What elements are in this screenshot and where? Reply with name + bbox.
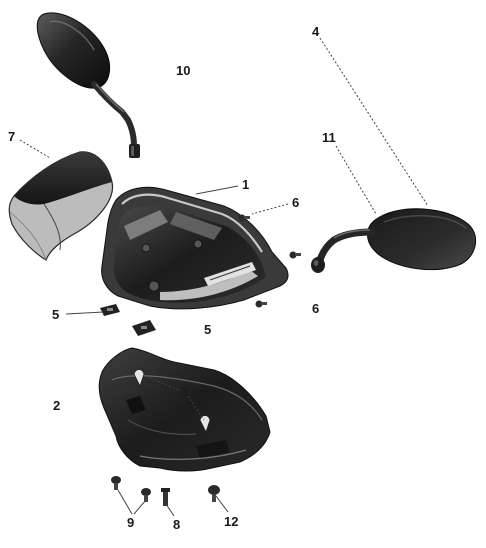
screw-lower	[255, 300, 267, 308]
leader-7	[19, 139, 51, 159]
clip-center	[132, 320, 156, 336]
callout-9: 9	[127, 515, 135, 530]
callout-11: 11	[322, 130, 336, 145]
leader-12	[215, 495, 229, 513]
callout-6-upper: 6	[292, 195, 300, 210]
screw-8	[161, 488, 170, 506]
inner-panel	[98, 347, 271, 472]
screw-right	[289, 251, 301, 259]
callout-4: 4	[312, 24, 320, 39]
leader-11	[335, 145, 377, 215]
screw-12	[208, 485, 220, 502]
clip-left	[100, 304, 120, 316]
callout-2: 2	[53, 398, 61, 413]
leader-5a	[65, 311, 105, 315]
leader-4	[319, 37, 429, 207]
leader-lines	[19, 37, 429, 517]
callout-12: 12	[224, 514, 239, 529]
callout-6-lower: 6	[312, 301, 320, 316]
callout-8: 8	[173, 517, 181, 532]
leader-8	[165, 503, 175, 517]
windscreen	[8, 151, 114, 261]
leader-3	[145, 375, 179, 391]
callout-3: 3	[181, 384, 189, 399]
screw-upper	[238, 214, 250, 222]
right-mirror-stem	[311, 228, 376, 273]
right-mirror	[367, 208, 477, 271]
leader-9a	[117, 489, 133, 515]
left-mirror	[36, 12, 140, 158]
leader-6a	[251, 203, 289, 215]
callout-5-center: 5	[204, 322, 212, 337]
screw-left	[111, 476, 121, 490]
leader-1	[195, 185, 239, 195]
callout-1: 1	[242, 177, 250, 192]
leader-9b	[133, 499, 147, 515]
leader-3b	[187, 395, 205, 421]
front-cowl	[101, 186, 289, 310]
callout-7: 7	[8, 129, 16, 144]
callout-10: 10	[176, 63, 191, 78]
callout-5-left: 5	[52, 307, 60, 322]
screw-center	[141, 488, 151, 502]
